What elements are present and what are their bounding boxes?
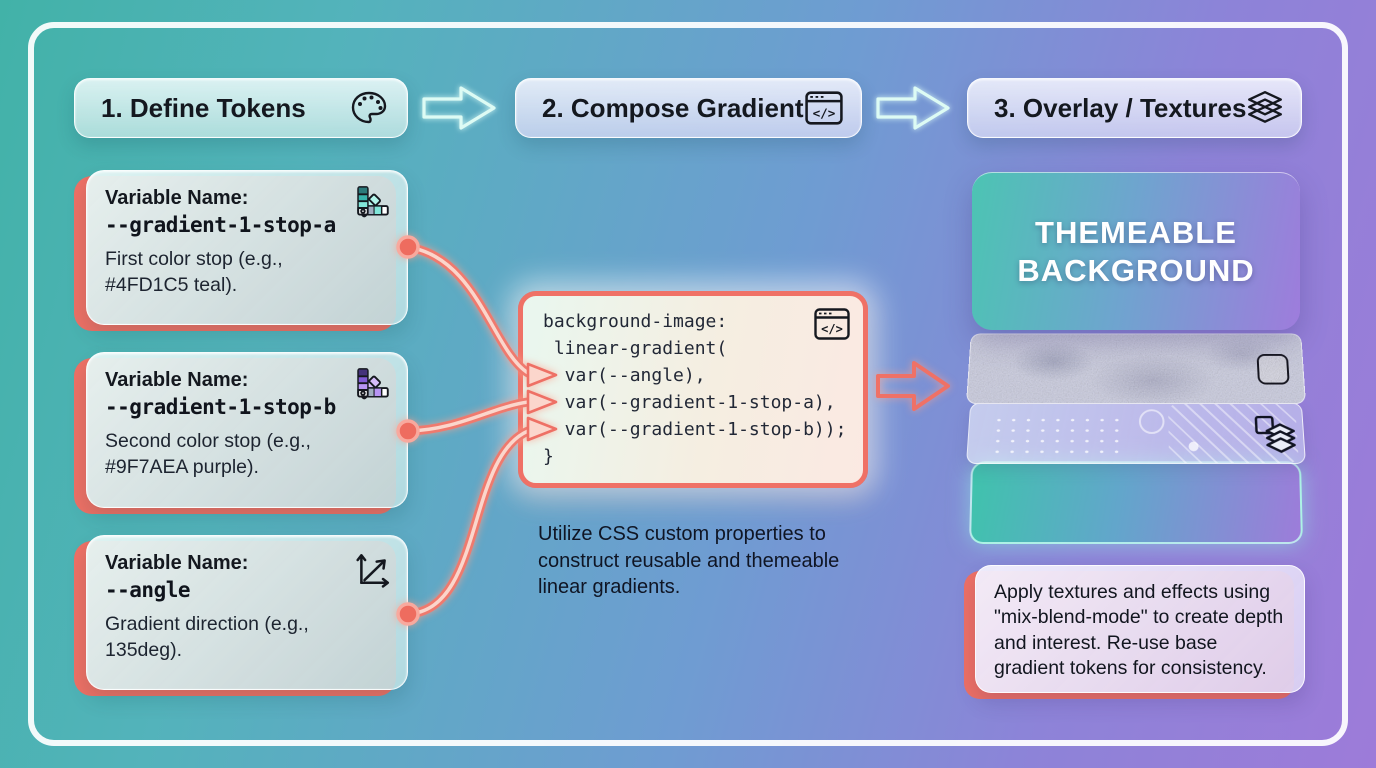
token-variable-name: --angle bbox=[105, 578, 191, 602]
angle-axes-icon bbox=[354, 550, 392, 588]
code-line: linear-gradient( bbox=[543, 338, 728, 359]
code-window-icon: </> bbox=[805, 91, 843, 125]
step-label: 1. Define Tokens bbox=[101, 92, 306, 123]
step-pill-overlay-textures: 3. Overlay / Textures bbox=[967, 78, 1302, 138]
base-gradient-layer bbox=[969, 461, 1303, 544]
step-pill-compose-gradient: 2. Compose Gradient </> bbox=[515, 78, 862, 138]
themeable-background-layer: THEMEABLE BACKGROUND bbox=[972, 172, 1300, 330]
code-line: var(--angle), bbox=[543, 365, 706, 386]
svg-text:</>: </> bbox=[821, 322, 843, 336]
code-line: var(--gradient-1-stop-b)); bbox=[543, 419, 847, 440]
overlay-note-card: Apply textures and effects using "mix-bl… bbox=[975, 565, 1305, 693]
pattern-glass-layer bbox=[966, 402, 1306, 464]
noise-texture-layer bbox=[966, 333, 1306, 404]
noise-texture bbox=[967, 334, 1305, 404]
token-card-stop-a: Variable Name: --gradient-1-stop-a First… bbox=[86, 170, 408, 325]
layered-preview-stack: THEMEABLE BACKGROUND bbox=[966, 172, 1306, 560]
overlay-note-text: Apply textures and effects using "mix-bl… bbox=[994, 581, 1284, 680]
palette-icon bbox=[349, 88, 389, 128]
connector-curve-1 bbox=[403, 242, 533, 378]
dot-grid-pattern bbox=[989, 414, 1120, 456]
layer-stack-icon bbox=[1253, 413, 1301, 453]
token-card-stop-b: Variable Name: --gradient-1-stop-b Secon… bbox=[86, 352, 408, 508]
token-variable-name: --gradient-1-stop-b bbox=[105, 395, 336, 419]
code-line: background-image: bbox=[543, 311, 728, 332]
code-caption: Utilize CSS custom properties to constru… bbox=[538, 523, 840, 599]
swatches-teal-icon bbox=[354, 185, 392, 223]
step-arrow-1 bbox=[422, 86, 496, 130]
code-line: var(--gradient-1-stop-a), bbox=[543, 392, 836, 413]
layers-icon bbox=[1246, 90, 1284, 126]
token-variable-name: --gradient-1-stop-a bbox=[105, 213, 336, 237]
token-card-angle: Variable Name: --angle Gradient directio… bbox=[86, 535, 408, 690]
token-description: Second color stop (e.g., #9F7AEA purple)… bbox=[105, 430, 311, 478]
connector-curve-3 bbox=[403, 426, 533, 619]
step-label: 3. Overlay / Textures bbox=[994, 92, 1247, 123]
step-arrow-2 bbox=[876, 86, 950, 130]
preview-heading-line1: THEMEABLE bbox=[1035, 214, 1237, 250]
code-line: } bbox=[543, 446, 554, 467]
css-code-card: background-image: linear-gradient( var(-… bbox=[518, 291, 868, 488]
svg-text:</>: </> bbox=[813, 106, 836, 121]
token-card-title: Variable Name: bbox=[105, 552, 249, 574]
code-window-icon: </> bbox=[814, 308, 850, 340]
step-pill-define-tokens: 1. Define Tokens bbox=[74, 78, 408, 138]
token-description: Gradient direction (e.g., 135deg). bbox=[105, 613, 309, 661]
noise-swatch-icon bbox=[1256, 353, 1290, 385]
preview-heading-line2: BACKGROUND bbox=[1017, 252, 1255, 288]
step-label: 2. Compose Gradient bbox=[542, 92, 804, 123]
swatches-purple-icon bbox=[354, 367, 392, 405]
token-description: First color stop (e.g., #4FD1C5 teal). bbox=[105, 248, 283, 296]
token-card-title: Variable Name: bbox=[105, 187, 249, 209]
compose-to-overlay-arrow bbox=[876, 361, 950, 411]
token-card-title: Variable Name: bbox=[105, 369, 249, 391]
connector-curve-2 bbox=[403, 397, 533, 436]
circle-outline-decoration bbox=[1138, 409, 1165, 434]
